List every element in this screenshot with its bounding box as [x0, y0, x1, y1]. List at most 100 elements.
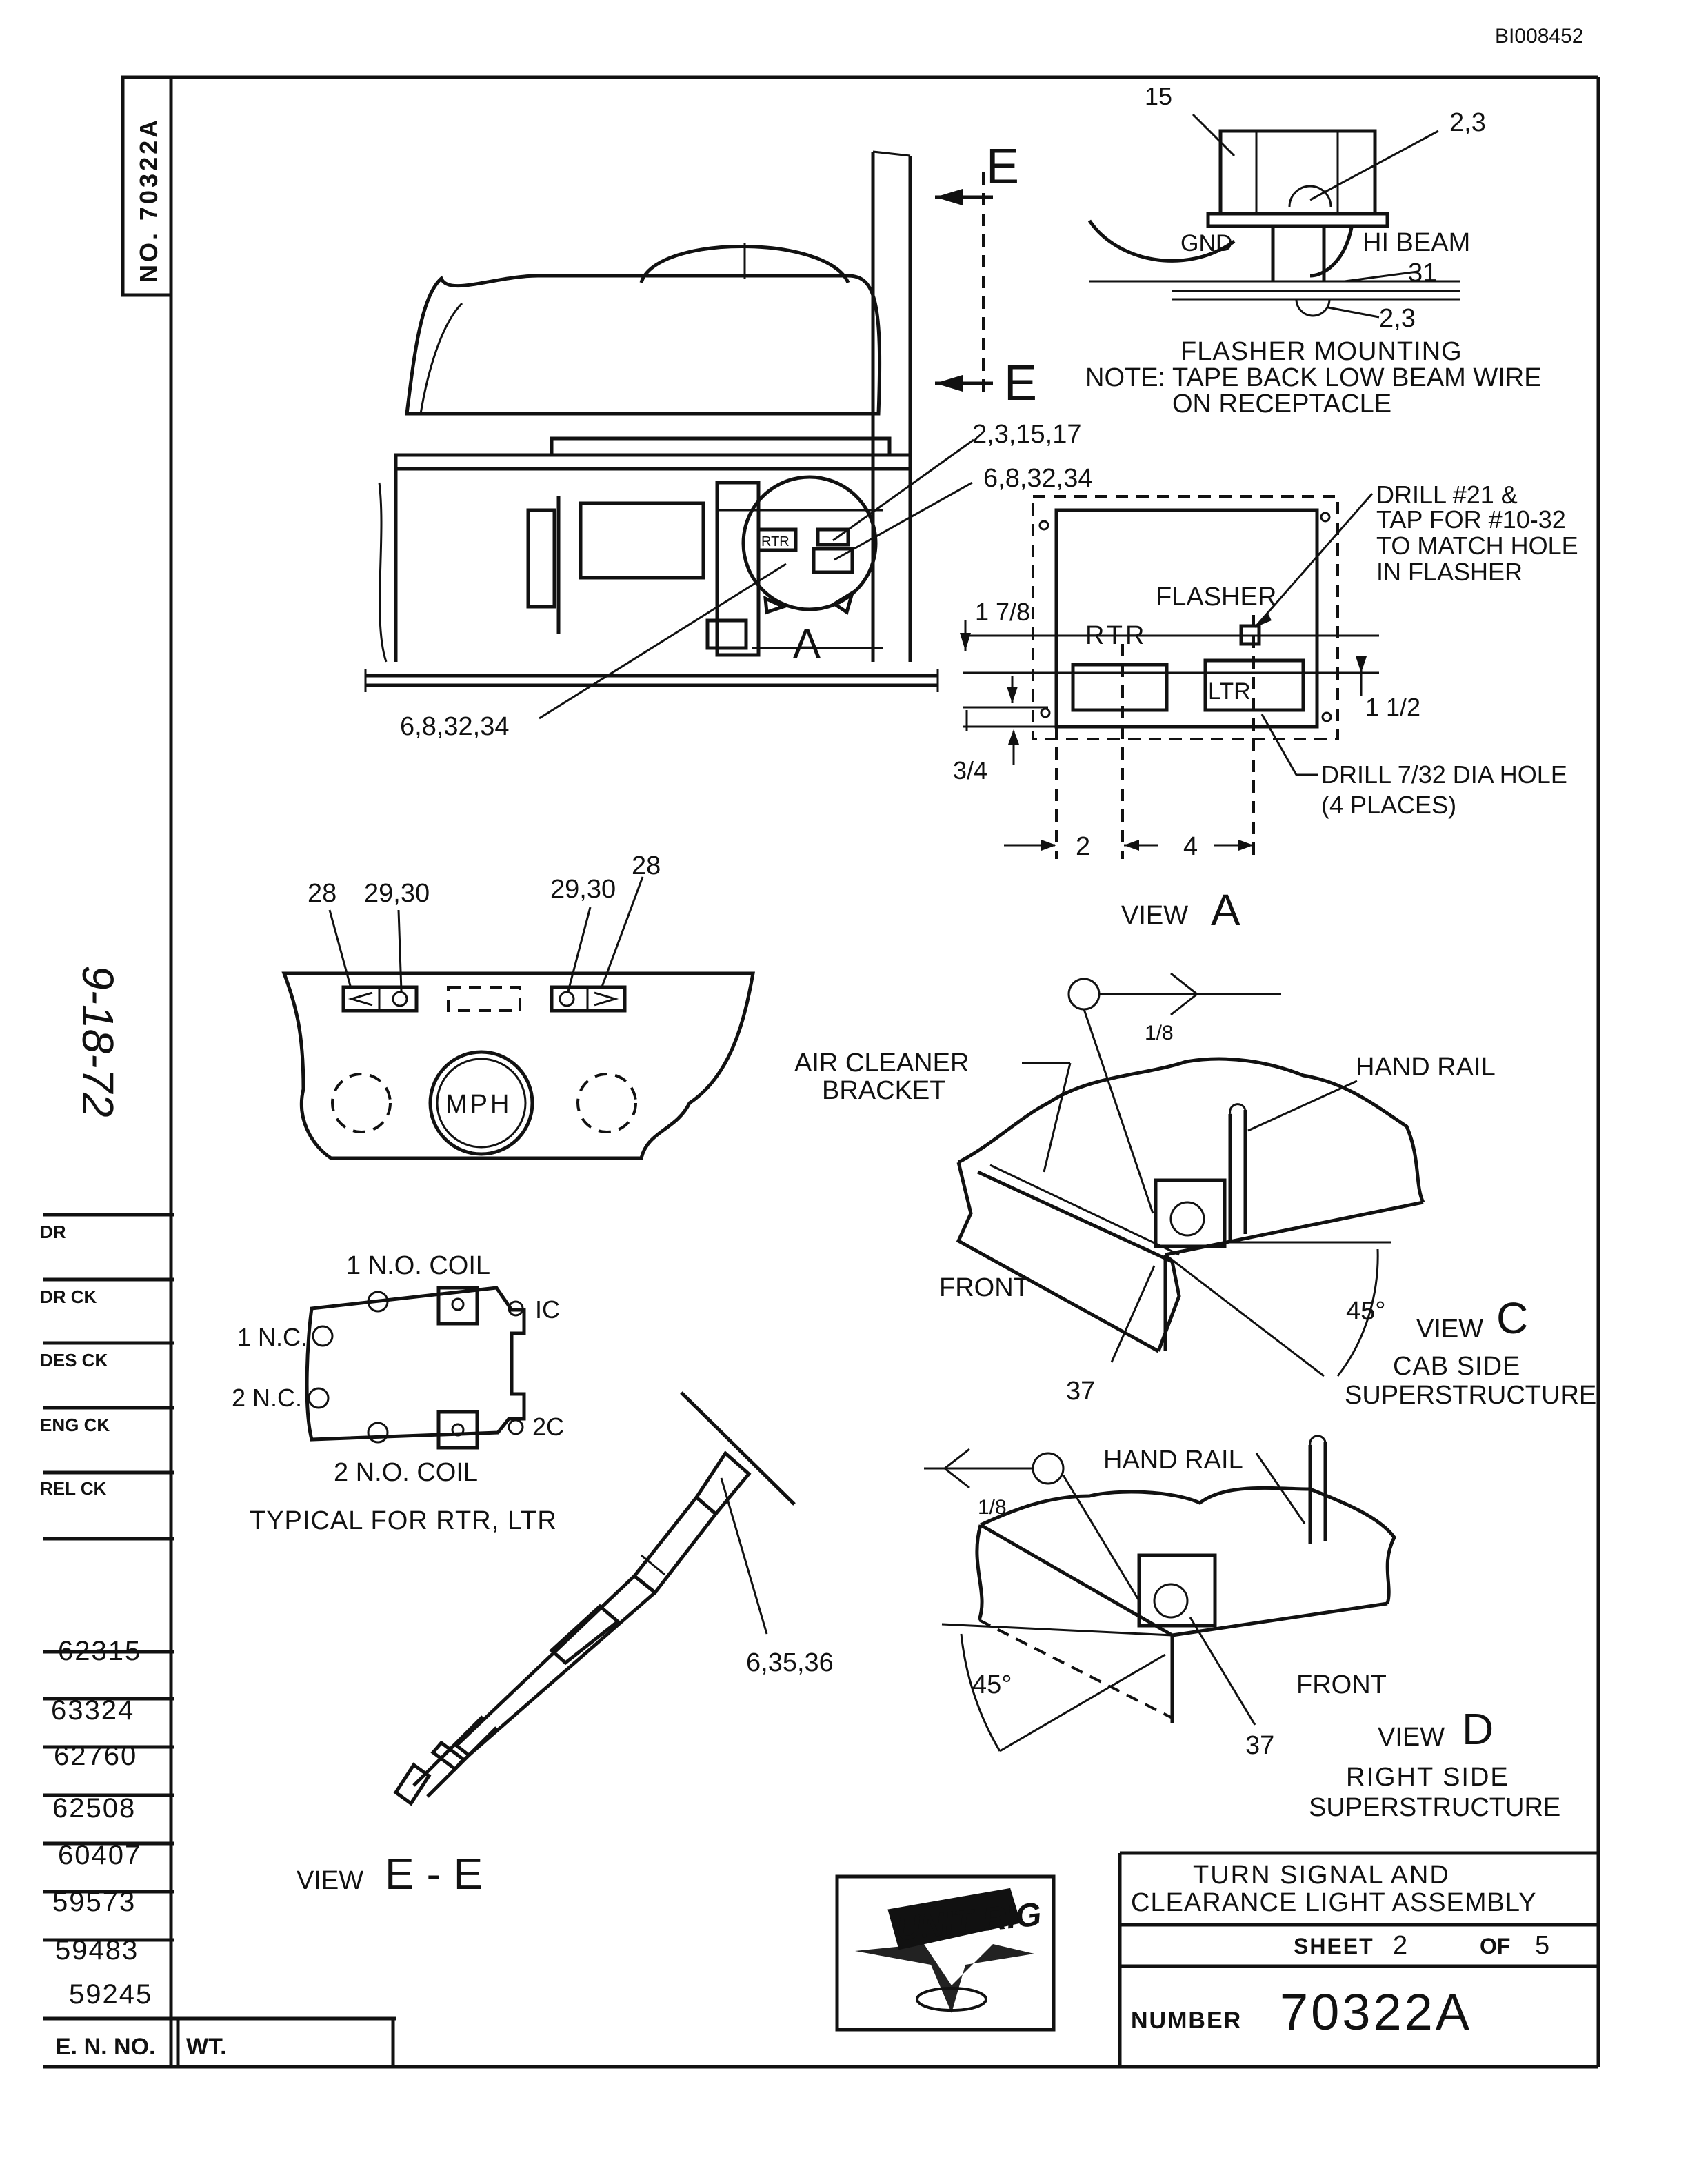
dimension-1-7-8: 1 7/8	[975, 598, 1030, 626]
callout-6-8-32-34-lower: 6,8,32,34	[400, 712, 509, 741]
check-block	[43, 1213, 396, 2067]
section-marker-e-bottom: E	[1004, 356, 1037, 411]
ltr-label: LTR	[1208, 678, 1251, 705]
view-c-front-label: FRONT	[939, 1273, 1029, 1302]
view-c-angle: 45°	[1346, 1297, 1385, 1326]
cab-view-drawing	[364, 150, 993, 720]
view-c-hand-rail-label: HAND RAIL	[1356, 1053, 1496, 1082]
callout-2-3-bottom: 2,3	[1379, 304, 1416, 333]
check-row-des-ck: DES CK	[40, 1350, 108, 1371]
callout-2-3-top: 2,3	[1449, 108, 1486, 137]
drill-7-32-note-line1: DRILL 7/32 DIA HOLE	[1321, 760, 1567, 789]
rtr-small-label: RTR	[761, 534, 790, 549]
mph-gauge-label: MPH	[445, 1090, 512, 1119]
view-c-label: VIEW	[1416, 1315, 1483, 1344]
en-number: 62508	[52, 1793, 136, 1823]
drill-21-note-line3: TO MATCH HOLE	[1376, 532, 1578, 560]
relay-2-nc: 2 N.C.	[232, 1384, 302, 1412]
callout-2-3-15-17: 2,3,15,17	[972, 420, 1081, 449]
view-a-drawing	[960, 493, 1379, 859]
gnd-label: GND	[1180, 230, 1233, 256]
view-d-hand-rail-label: HAND RAIL	[1103, 1446, 1243, 1475]
view-d-eighth: 1/8	[978, 1496, 1007, 1519]
callout-28-right: 28	[632, 851, 661, 880]
flasher-label: FLASHER	[1156, 583, 1276, 611]
view-ee-letters: E - E	[385, 1849, 483, 1899]
weight-label: WT.	[186, 2034, 227, 2060]
dimension-1-1-2: 1 1/2	[1365, 693, 1420, 721]
view-a-letter: A	[1211, 885, 1240, 935]
relay-ic: IC	[535, 1295, 560, 1324]
sheet-total: 5	[1535, 1931, 1549, 1960]
view-c-drawing	[956, 972, 1425, 1377]
view-c-letter: C	[1496, 1293, 1528, 1343]
view-d-sub1: RIGHT SIDE	[1346, 1763, 1509, 1792]
flasher-mounting-drawing	[1087, 113, 1460, 318]
sheet-label: SHEET	[1294, 1934, 1374, 1959]
drawing-number: 70322A	[1280, 1983, 1472, 2041]
view-d-sub2: SUPERSTRUCTURE	[1309, 1793, 1560, 1822]
section-marker-e-top: E	[986, 139, 1019, 194]
check-row-rel-ck: REL CK	[40, 1478, 107, 1499]
en-number: 62315	[58, 1636, 141, 1666]
relay-1-no-coil: 1 N.O. COIL	[346, 1251, 490, 1280]
check-row-dr: DR	[40, 1222, 66, 1242]
view-d-letter: D	[1462, 1704, 1494, 1754]
dimension-4: 4	[1183, 832, 1198, 861]
callout-29-30-left: 29,30	[364, 879, 430, 908]
callout-15: 15	[1145, 82, 1172, 110]
view-d-drawing	[924, 1435, 1396, 1752]
relay-2c: 2C	[532, 1413, 564, 1441]
relay-2-no-coil: 2 N.O. COIL	[334, 1458, 478, 1487]
title-line-1: TURN SIGNAL AND	[1193, 1861, 1450, 1890]
dimension-3-4: 3/4	[953, 756, 987, 785]
view-c-sub1: CAB SIDE	[1393, 1352, 1520, 1381]
callout-31: 31	[1408, 259, 1437, 287]
view-ee-label: VIEW	[297, 1866, 363, 1895]
callout-6-8-32-34-upper: 6,8,32,34	[983, 464, 1092, 493]
drill-7-32-note-line2: (4 PLACES)	[1321, 791, 1456, 819]
view-d-callout-37: 37	[1245, 1731, 1274, 1760]
view-d-front-label: FRONT	[1296, 1670, 1387, 1699]
document-id: BI008452	[1495, 25, 1583, 48]
flasher-note-line2: ON RECEPTACLE	[1172, 390, 1391, 418]
side-drawing-number: NO. 70322A	[134, 117, 163, 283]
view-c-callout-37: 37	[1066, 1377, 1095, 1406]
callout-6-35-36: 6,35,36	[746, 1648, 834, 1677]
air-cleaner-label-line2: BRACKET	[822, 1076, 945, 1105]
en-number-label: E. N. NO.	[55, 2034, 155, 2060]
drill-21-note-line1: DRILL #21 &	[1376, 481, 1518, 509]
dimension-2: 2	[1076, 832, 1090, 861]
relay-1-nc: 1 N.C.	[237, 1323, 308, 1351]
view-d-label: VIEW	[1378, 1723, 1445, 1752]
en-number: 60407	[58, 1840, 141, 1870]
air-cleaner-label-line1: AIR CLEANER	[794, 1049, 969, 1078]
check-row-dr-ck: DR CK	[40, 1286, 97, 1307]
relay-typical-note: TYPICAL FOR RTR, LTR	[250, 1506, 557, 1535]
callout-29-30-right: 29,30	[550, 875, 616, 904]
hi-beam-label: HI BEAM	[1363, 228, 1470, 257]
sheet-number: 2	[1393, 1931, 1407, 1960]
drill-21-note-line4: IN FLASHER	[1376, 558, 1523, 586]
of-label: OF	[1480, 1934, 1510, 1959]
check-row-eng-ck: ENG CK	[40, 1415, 110, 1435]
relay-drawing	[305, 1286, 526, 1450]
logo-text: UNIT RIG	[895, 1896, 1043, 1948]
view-d-angle: 45°	[972, 1670, 1012, 1699]
drawing-border	[43, 75, 1600, 2069]
steering-column-drawing	[393, 1391, 796, 1806]
dash-panel-drawing	[281, 876, 755, 1160]
flasher-note-line1: NOTE: TAPE BACK LOW BEAM WIRE	[1085, 363, 1542, 392]
view-a-marker: A	[793, 620, 821, 667]
view-c-eighth: 1/8	[1145, 1022, 1174, 1044]
unit-rig-logo: UNIT RIG	[835, 1874, 1056, 2032]
number-label: NUMBER	[1131, 2008, 1242, 2034]
en-number: 59245	[69, 1979, 152, 2010]
en-number: 62760	[54, 1741, 137, 1771]
drill-21-note-line2: TAP FOR #10-32	[1376, 505, 1566, 534]
callout-28-left: 28	[308, 879, 336, 908]
title-line-2: CLEARANCE LIGHT ASSEMBLY	[1131, 1888, 1537, 1917]
view-a-label: VIEW	[1121, 901, 1188, 930]
flasher-mounting-title: FLASHER MOUNTING	[1180, 337, 1463, 366]
